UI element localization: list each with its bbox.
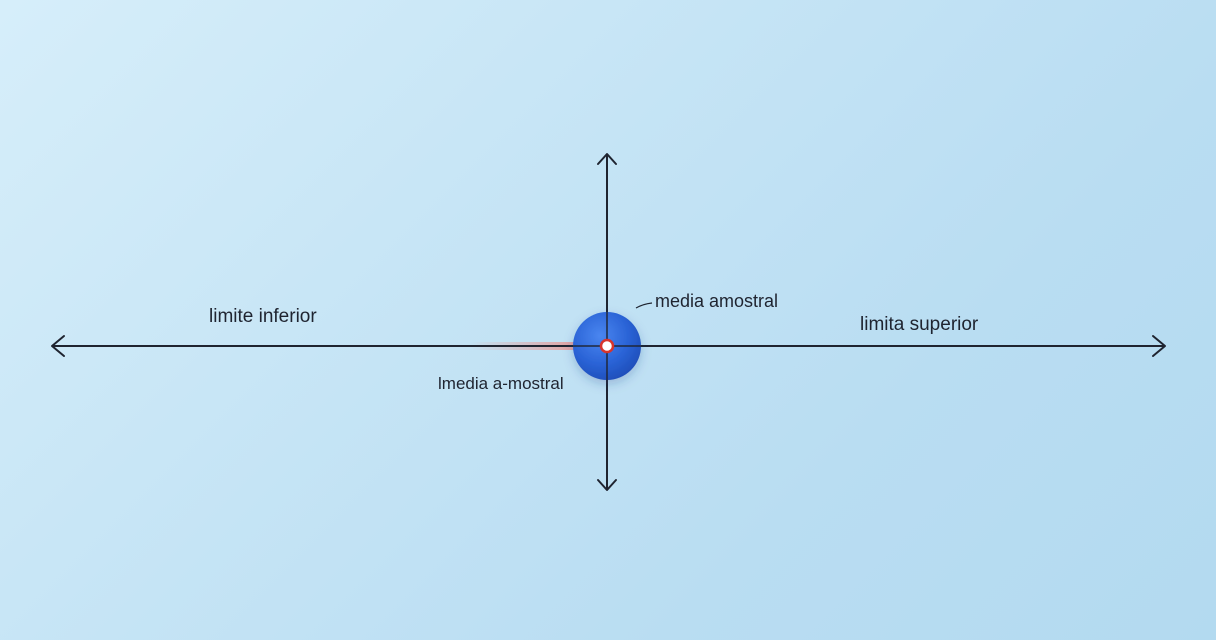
sample-mean-label: media amostral xyxy=(655,291,779,311)
right-arrow-icon xyxy=(1152,335,1166,357)
mean-label-leader xyxy=(635,302,653,309)
left-arrow-icon xyxy=(51,335,65,357)
up-arrow-icon xyxy=(597,153,617,165)
upper-limit-label: limita superior xyxy=(860,314,979,335)
lower-limit-label: limite inferior xyxy=(209,306,317,327)
center-marker xyxy=(599,338,615,354)
down-arrow-icon xyxy=(597,479,617,491)
sample-mean-secondary-label: lmedia a-mostral xyxy=(438,374,564,393)
